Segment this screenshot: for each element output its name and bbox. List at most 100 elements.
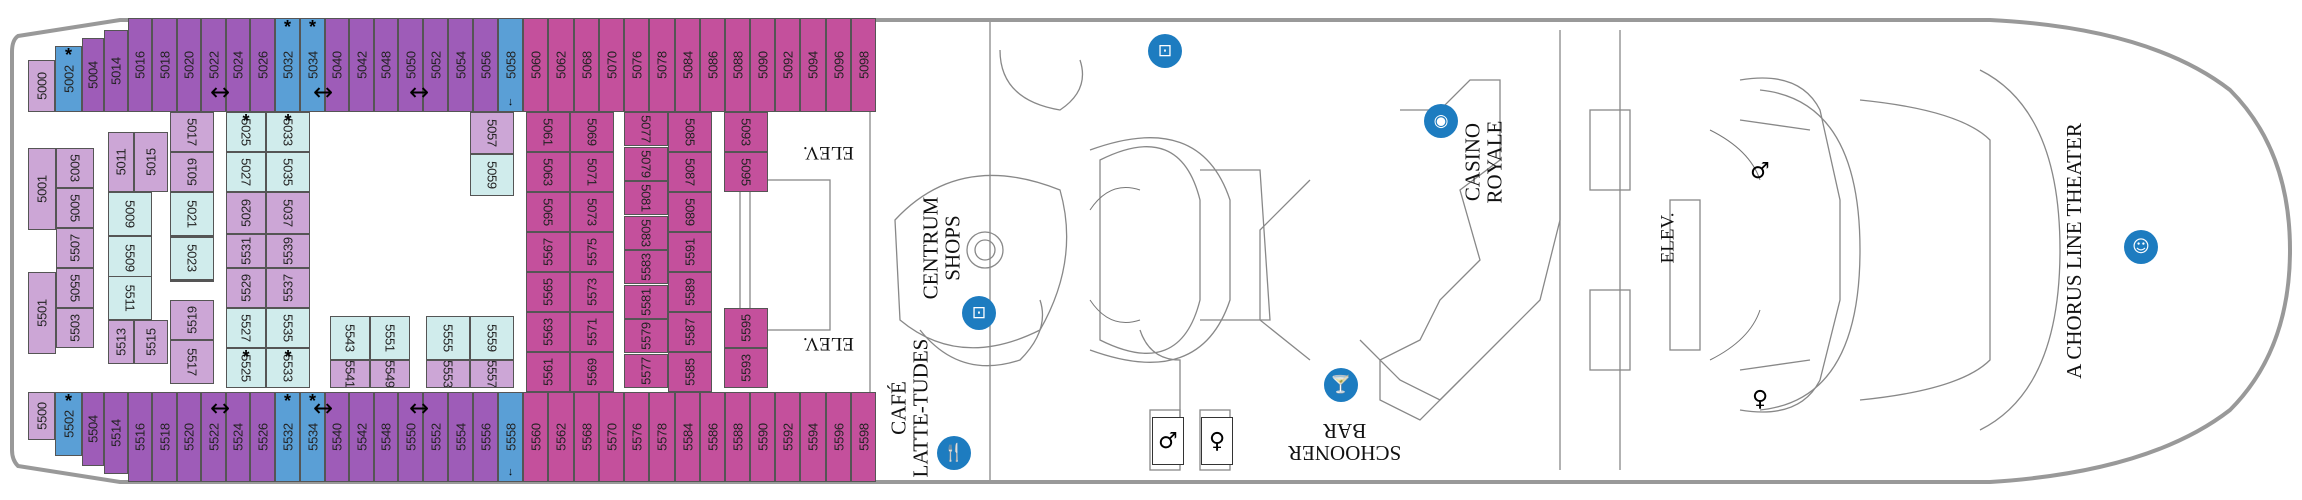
cabin-5550[interactable]: 5550: [398, 392, 423, 482]
cabin-5029[interactable]: 5029: [226, 192, 266, 234]
cabin-5588[interactable]: 5588: [725, 392, 750, 482]
cabin-5004[interactable]: 5004: [82, 38, 104, 112]
theater-icon[interactable]: ☺: [2124, 230, 2158, 264]
cabin-5054[interactable]: 5054: [448, 18, 473, 112]
cabin-5533[interactable]: 5533*: [266, 348, 310, 388]
cabin-5068[interactable]: 5068: [574, 18, 599, 112]
cabin-5017[interactable]: 5017: [170, 112, 214, 152]
cabin-5505[interactable]: 5505: [56, 268, 94, 308]
cabin-5548[interactable]: 5548: [374, 392, 398, 482]
cabin-5543[interactable]: 5543: [330, 316, 370, 360]
cabin-5019[interactable]: 5019: [170, 152, 214, 192]
cabin-5590[interactable]: 5590: [750, 392, 775, 482]
cabin-5500[interactable]: 5500: [28, 392, 55, 440]
cabin-5511[interactable]: 5511: [108, 276, 152, 320]
cabin-5517[interactable]: 5517: [170, 340, 214, 384]
shop-icon[interactable]: ⊡: [1148, 34, 1182, 68]
cabin-5514[interactable]: 5514: [104, 392, 128, 474]
cabin-5558[interactable]: 5558↓: [498, 392, 523, 482]
cabin-5022[interactable]: 5022: [201, 18, 226, 112]
cabin-5559[interactable]: 5559: [470, 316, 514, 360]
cabin-5541[interactable]: 5541: [330, 360, 370, 388]
cabin-5571[interactable]: 5571: [570, 312, 614, 352]
cabin-5518[interactable]: 5518: [152, 392, 177, 482]
cabin-5596[interactable]: 5596: [826, 392, 851, 482]
cabin-5094[interactable]: 5094: [800, 18, 826, 112]
cabin-5015[interactable]: 5015: [134, 132, 168, 192]
cabin-5524[interactable]: 5524: [226, 392, 250, 482]
cabin-5000[interactable]: 5000: [28, 60, 55, 112]
cabin-5551[interactable]: 5551: [370, 316, 410, 360]
cabin-5552[interactable]: 5552: [423, 392, 448, 482]
cocktail-icon[interactable]: 🍸: [1324, 368, 1358, 402]
cabin-5526[interactable]: 5526: [250, 392, 275, 482]
cabin-5585[interactable]: 5585: [668, 352, 712, 392]
cabin-5020[interactable]: 5020: [177, 18, 201, 112]
cabin-5554[interactable]: 5554: [448, 392, 473, 482]
casino-icon[interactable]: ◉: [1424, 104, 1458, 138]
cabin-5065[interactable]: 5065: [526, 192, 570, 232]
cabin-5002[interactable]: 5002*: [55, 46, 82, 112]
cabin-5058[interactable]: 5058↓: [498, 18, 523, 112]
cabin-5578[interactable]: 5578: [649, 392, 675, 482]
cabin-5503[interactable]: 5503: [56, 308, 94, 348]
cabin-5595[interactable]: 5595: [724, 308, 768, 348]
cabin-5576[interactable]: 5576: [624, 392, 649, 482]
cabin-5556[interactable]: 5556: [473, 392, 498, 482]
cabin-5005[interactable]: 5005: [56, 188, 94, 228]
cabin-5026[interactable]: 5026: [250, 18, 275, 112]
cabin-5042[interactable]: 5042: [349, 18, 374, 112]
cabin-5523[interactable]: 5523: [170, 236, 214, 238]
cabin-5087[interactable]: 5087: [668, 152, 712, 192]
cabin-5037[interactable]: 5037: [266, 192, 310, 234]
cabin-5587[interactable]: 5587: [668, 312, 712, 352]
cabin-5077[interactable]: 5077: [624, 112, 668, 146]
cabin-5537[interactable]: 5537: [266, 268, 310, 308]
cabin-5577[interactable]: 5577: [624, 353, 668, 388]
cabin-5561[interactable]: 5561: [526, 352, 570, 392]
cabin-5062[interactable]: 5062: [548, 18, 574, 112]
cabin-5071[interactable]: 5071: [570, 152, 614, 192]
cabin-5069[interactable]: 5069: [570, 112, 614, 152]
cabin-5076[interactable]: 5076: [624, 18, 649, 112]
cabin-5021[interactable]: 5021: [170, 192, 214, 236]
cabin-5018[interactable]: 5018: [152, 18, 177, 112]
cabin-5050[interactable]: 5050: [398, 18, 423, 112]
cabin-5532[interactable]: 5532*: [275, 392, 300, 482]
cabin-5070[interactable]: 5070: [599, 18, 624, 112]
cabin-5084[interactable]: 5084: [675, 18, 700, 112]
cabin-5581[interactable]: 5581: [624, 284, 668, 319]
cabin-5048[interactable]: 5048: [374, 18, 398, 112]
cabin-5567[interactable]: 5567: [526, 232, 570, 272]
cabin-5539[interactable]: 5539: [266, 234, 310, 268]
cabin-5061[interactable]: 5061: [526, 112, 570, 152]
cabin-5025[interactable]: 5025*: [226, 112, 266, 152]
cabin-5009[interactable]: 5009: [108, 192, 152, 236]
cabin-5521[interactable]: 5521: [170, 280, 214, 282]
cabin-5586[interactable]: 5586: [700, 392, 725, 482]
cabin-5525[interactable]: 5525*: [226, 348, 266, 388]
cabin-5023[interactable]: 5023: [170, 236, 214, 280]
cabin-5549[interactable]: 5549: [370, 360, 410, 388]
cabin-5033[interactable]: 5033*: [266, 112, 310, 152]
cabin-5501[interactable]: 5501: [28, 272, 56, 354]
cabin-5553[interactable]: 5553: [426, 360, 470, 388]
cabin-5073[interactable]: 5073: [570, 192, 614, 232]
cabin-5079[interactable]: 5079: [624, 146, 668, 181]
cabin-5519[interactable]: 5519: [170, 300, 214, 340]
cabin-5509[interactable]: 5509: [108, 236, 152, 280]
cabin-5088[interactable]: 5088: [725, 18, 750, 112]
cabin-5089[interactable]: 5089: [668, 192, 712, 232]
cabin-5570[interactable]: 5570: [599, 392, 624, 482]
cabin-5085[interactable]: 5085: [668, 112, 712, 152]
cabin-5096[interactable]: 5096: [826, 18, 851, 112]
cabin-5040[interactable]: 5040: [325, 18, 349, 112]
cabin-5557[interactable]: 5557: [470, 360, 514, 388]
cabin-5540[interactable]: 5540: [325, 392, 349, 482]
cabin-5531[interactable]: 5531: [226, 234, 266, 268]
cabin-5003[interactable]: 5003: [56, 148, 94, 188]
cabin-5529[interactable]: 5529: [226, 268, 266, 308]
cabin-5502[interactable]: 5502*: [55, 392, 82, 456]
cabin-5090[interactable]: 5090: [750, 18, 775, 112]
cabin-5575[interactable]: 5575: [570, 232, 614, 272]
